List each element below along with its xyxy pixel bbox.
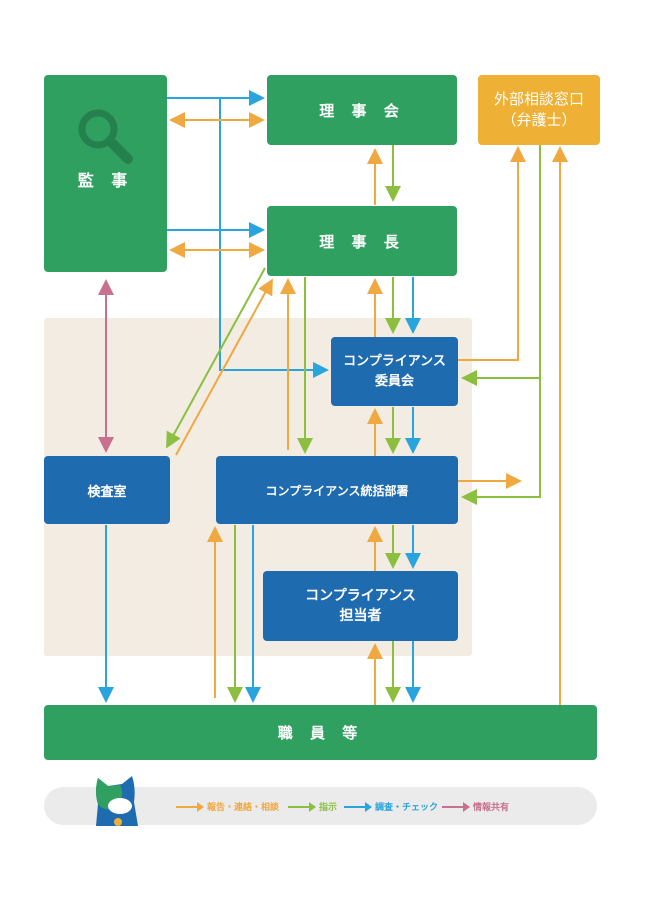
external-label-1: 外部相談窓口 bbox=[493, 90, 584, 108]
legend-label: 指示 bbox=[319, 803, 338, 813]
arrow-audit-committee bbox=[219, 98, 329, 378]
staff-label: 職 員 等 bbox=[277, 724, 364, 742]
cat-mascot-icon bbox=[96, 776, 138, 826]
orange-arrow-icon bbox=[176, 801, 204, 812]
external-label-2: （弁護士） bbox=[501, 111, 577, 129]
legend-label: 調査・チェック bbox=[375, 803, 439, 813]
node-compliance-committee: コンプライアンス 委員会 bbox=[331, 337, 458, 406]
officer-label-2: 担当者 bbox=[339, 608, 382, 624]
magnifier-icon bbox=[78, 109, 133, 164]
legend-item-info-share: 情報共有 bbox=[442, 800, 509, 813]
auditor-label: 監 事 bbox=[77, 170, 134, 190]
green-arrow-icon bbox=[288, 801, 316, 812]
officer-label-1: コンプライアンス bbox=[305, 588, 416, 604]
chairman-label: 理 事 長 bbox=[319, 232, 405, 251]
node-chairman: 理 事 長 bbox=[267, 206, 457, 276]
pink-arrow-icon bbox=[442, 801, 470, 812]
legend-item-report: 報告・連絡・相談 bbox=[176, 800, 279, 813]
legend-label: 報告・連絡・相談 bbox=[207, 803, 280, 813]
legend-label: 情報共有 bbox=[473, 803, 510, 813]
blue-arrow-icon bbox=[344, 801, 372, 812]
committee-label-1: コンプライアンス bbox=[343, 353, 446, 369]
node-external-counsel: 外部相談窓口 （弁護士） bbox=[478, 75, 600, 145]
board-label: 理 事 会 bbox=[319, 101, 405, 120]
legend-item-investigation: 調査・チェック bbox=[344, 800, 438, 813]
committee-label-2: 委員会 bbox=[374, 373, 414, 389]
legend-item-instruction: 指示 bbox=[288, 800, 337, 813]
node-compliance-department: コンプライアンス統括部署 bbox=[216, 456, 458, 524]
inspection-label: 検査室 bbox=[87, 484, 127, 500]
node-board: 理 事 会 bbox=[267, 75, 457, 145]
node-auditor: 監 事 bbox=[44, 75, 167, 272]
node-staff: 職 員 等 bbox=[44, 705, 597, 760]
node-compliance-officer: コンプライアンス 担当者 bbox=[263, 571, 458, 641]
department-label: コンプライアンス統括部署 bbox=[265, 483, 409, 498]
node-inspection-office: 検査室 bbox=[44, 456, 170, 524]
